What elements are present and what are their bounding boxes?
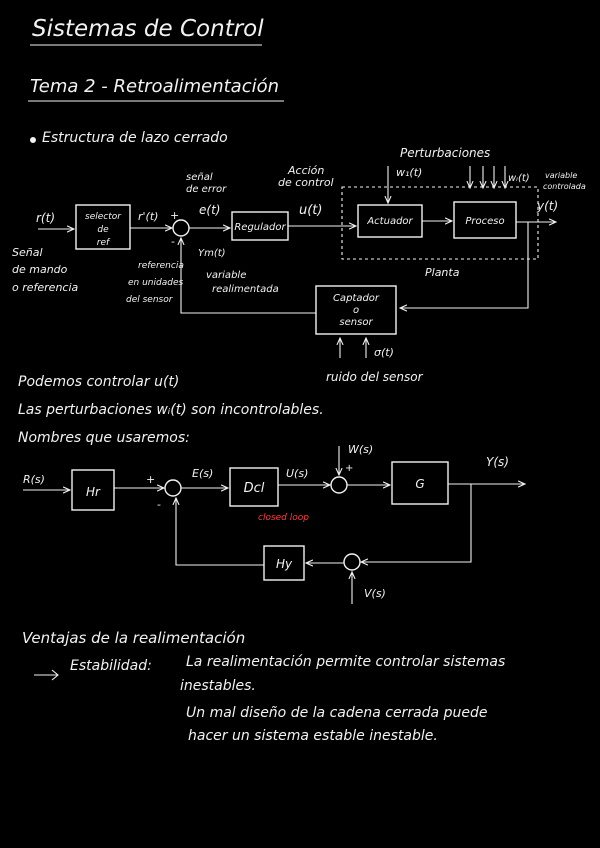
selector-block (75, 204, 131, 250)
note-1: Podemos controlar u(t) (18, 374, 179, 390)
senal-mando-2: de mando (12, 263, 68, 276)
variable-realimentada-2: realimentada (212, 284, 279, 295)
variable-realimentada-1: variable (206, 270, 246, 281)
label-u: u(t) (299, 203, 322, 218)
hy-label: Hy (276, 557, 293, 571)
label-wi: wᵢ(t) (508, 173, 530, 184)
closed-loop-diagram: r(t) Señal de mando o referencia selecto… (12, 146, 586, 384)
bullet-dot (30, 137, 36, 143)
planta-dashed (341, 186, 539, 260)
captador-block (315, 285, 397, 335)
label-Y: Y(s) (486, 455, 509, 469)
g-block (391, 461, 449, 505)
label-r: r(t) (36, 211, 55, 225)
label-sigma: σ(t) (374, 346, 394, 359)
page-title: Sistemas de Control (32, 16, 264, 42)
proceso-block (453, 201, 517, 239)
hy-to-sum (176, 498, 264, 566)
feedback-to-sensor (400, 222, 529, 308)
sensor-to-sum (181, 238, 316, 314)
label-W: W(s) (348, 443, 373, 456)
hr-label: Hr (86, 485, 101, 499)
ruido-label: ruido del sensor (326, 370, 424, 384)
dcl-label: Dcl (244, 481, 265, 496)
section1-bullet: Estructura de lazo cerrado (42, 130, 228, 146)
sum1-plus: + (170, 209, 179, 222)
perturbaciones-label: Perturbaciones (400, 146, 490, 160)
captador-label-1: Captador (333, 293, 380, 304)
planta-label: Planta (425, 266, 460, 279)
variable-controlada-2: controlada (543, 182, 586, 191)
page-subtitle: Tema 2 - Retroalimentación (30, 76, 279, 97)
label-E: E(s) (192, 467, 213, 480)
proceso-label: Proceso (465, 216, 504, 227)
section2-title: Ventajas de la realimentación (22, 629, 245, 647)
hr-block (71, 469, 115, 511)
accion-1: Acción (287, 164, 324, 177)
estabilidad-line-2: inestables. (180, 678, 256, 694)
estabilidad-label: Estabilidad: (70, 658, 152, 674)
selector-label-1: selector (85, 212, 122, 222)
feedback-2 (361, 484, 472, 562)
note-2: Las perturbaciones wᵢ(t) son incontrolab… (18, 402, 324, 418)
accion-2: de control (278, 176, 334, 189)
label-y: y(t) (536, 199, 558, 213)
block-diagram-2: R(s) Hr + - E(s) Dcl closed loop U(s) W(… (23, 443, 525, 604)
label-U: U(s) (286, 467, 308, 480)
actuador-label: Actuador (366, 216, 413, 227)
label-e: e(t) (199, 203, 220, 217)
sum-junction-2 (164, 479, 182, 497)
label-rprime: r'(t) (138, 210, 158, 223)
estabilidad-line-1: La realimentación permite controlar sist… (186, 654, 505, 670)
sum-junction-3 (330, 476, 348, 494)
implies-arrow-icon (34, 669, 59, 681)
captador-label-3: sensor (339, 317, 373, 328)
estabilidad-line-4: hacer un sistema estable inestable. (188, 728, 438, 744)
referencia-unidades-1: referencia (138, 261, 184, 271)
label-w1: w₁(t) (396, 166, 422, 179)
sum2-plus: + (146, 473, 155, 486)
label-R: R(s) (23, 473, 45, 486)
hy-block (263, 545, 305, 581)
selector-label-3: ref (97, 238, 111, 248)
sum3-plus: + (345, 463, 353, 474)
sum-junction-1 (172, 219, 190, 237)
regulador-label: Regulador (234, 222, 286, 233)
g-label: G (415, 477, 424, 491)
estabilidad-line-3: Un mal diseño de la cadena cerrada puede (186, 705, 487, 721)
senal-mando-3: o referencia (12, 281, 79, 294)
senal-mando-1: Señal (12, 246, 43, 259)
sum2-minus: - (157, 498, 161, 511)
senal-error-2: de error (186, 184, 227, 195)
label-V: V(s) (364, 587, 386, 600)
referencia-unidades-2: en unidades (128, 278, 183, 288)
sum-junction-4 (343, 553, 361, 571)
variable-controlada-1: variable (545, 171, 577, 180)
note-3: Nombres que usaremos: (18, 430, 190, 446)
senal-error-1: señal (186, 172, 213, 183)
label-ym: Ym(t) (198, 248, 226, 259)
captador-label-2: o (353, 305, 359, 316)
dcl-block (229, 467, 279, 507)
referencia-unidades-3: del sensor (126, 295, 174, 305)
selector-label-2: de (97, 225, 109, 235)
closed-loop-note: closed loop (258, 513, 309, 523)
sum1-minus: - (171, 235, 175, 248)
